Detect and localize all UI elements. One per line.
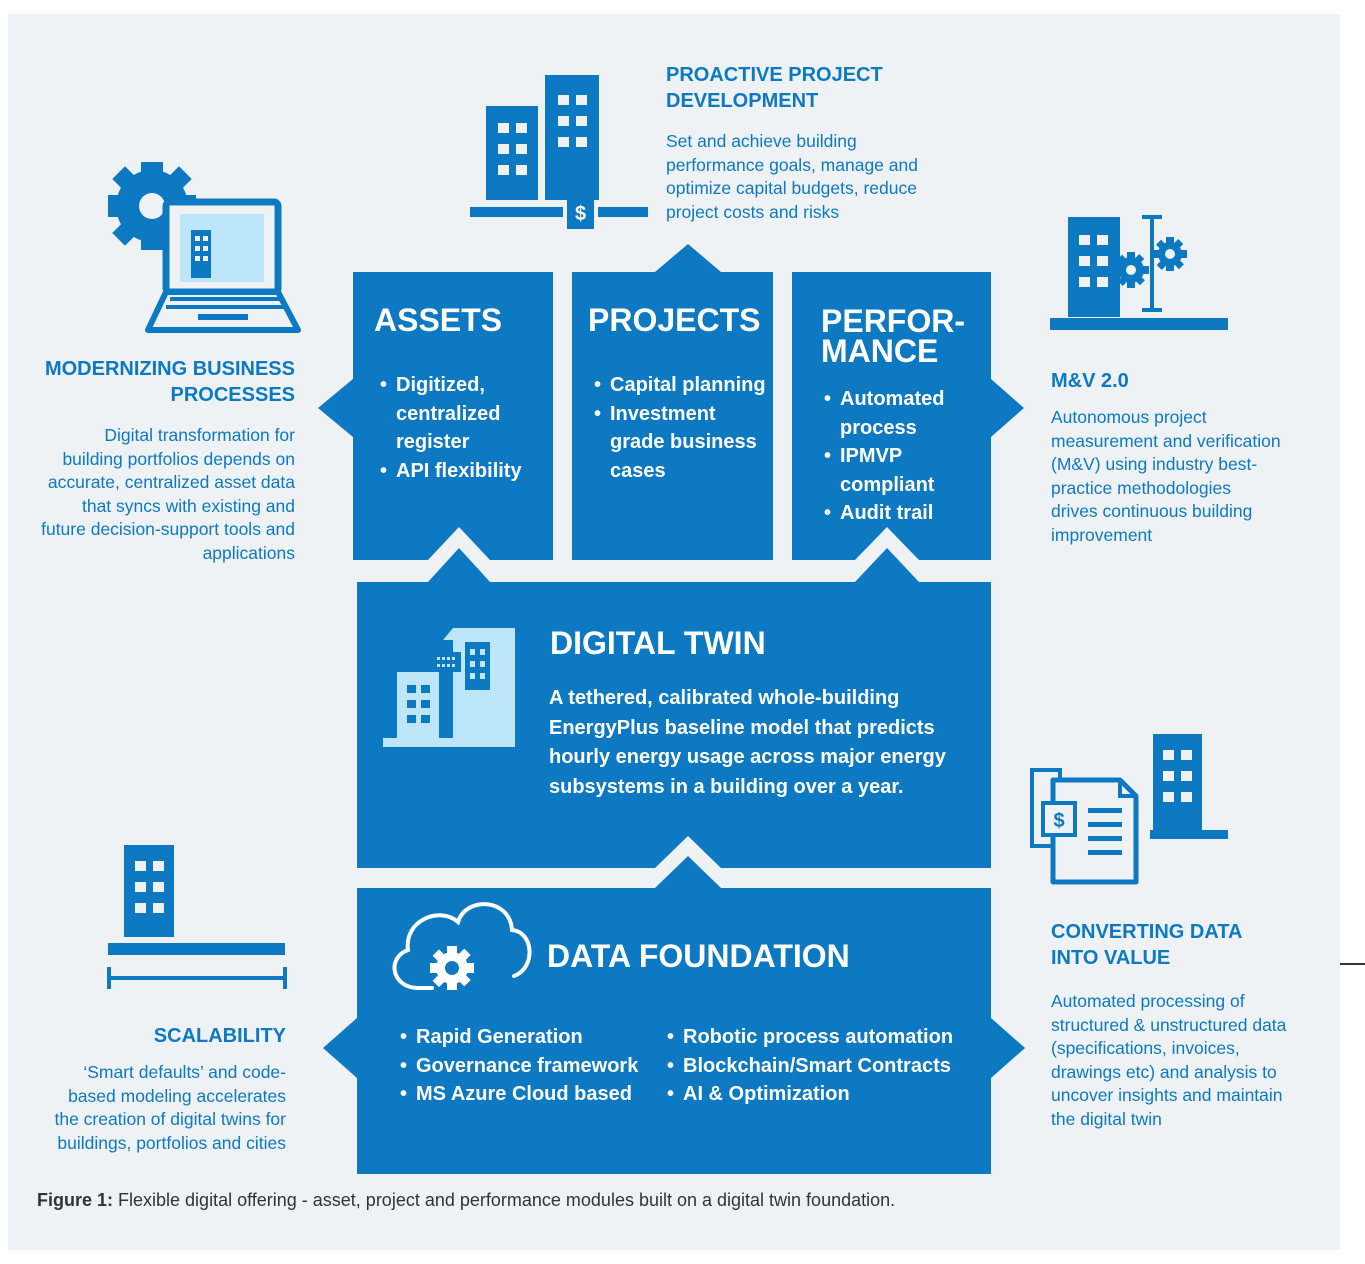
digital-twin-description: A tethered, calibrated whole-building En… — [549, 687, 946, 798]
data-foundation-box — [323, 856, 1025, 1174]
performance-bullet: Automated process — [822, 385, 986, 442]
data-foundation-bullets-right: Robotic process automation Blockchain/Sm… — [665, 1023, 990, 1109]
data-foundation-bullets-left: Rapid Generation Governance framework MS… — [398, 1023, 668, 1109]
digital-twin-box — [357, 548, 991, 868]
data-foundation-title: DATA FOUNDATION — [547, 938, 850, 974]
data-foundation-bullet: Blockchain/Smart Contracts — [665, 1052, 990, 1081]
assets-title: ASSETS — [374, 302, 503, 338]
performance-bullets: Automated process IPMVP compliant Audit … — [822, 385, 986, 528]
digital-twin-title: DIGITAL TWIN — [550, 625, 766, 661]
performance-title-line1: PERFOR- — [821, 303, 965, 339]
performance-title: PERFOR- MANCE — [821, 303, 965, 369]
dollar-glyph: $ — [575, 203, 586, 225]
performance-bullet: Audit trail — [822, 499, 986, 528]
projects-bullets: Capital planning Investment grade busine… — [592, 371, 770, 485]
laptop-gear-icon — [108, 162, 301, 333]
scalability-title: SCALABILITY — [153, 1025, 286, 1047]
data-foundation-bullet: Governance framework — [398, 1052, 668, 1081]
projects-title: PROJECTS — [588, 302, 761, 338]
dollar-glyph: $ — [1053, 810, 1064, 832]
data-foundation-bullet: Rapid Generation — [398, 1023, 668, 1052]
data-foundation-bullet: AI & Optimization — [665, 1080, 990, 1109]
caption-text: Flexible digital offering - asset, proje… — [113, 1190, 896, 1210]
scalability-body: ‘Smart defaults’ and code-based modeling… — [54, 1062, 286, 1153]
mv-title: M&V 2.0 — [1051, 370, 1129, 392]
assets-bullets: Digitized, centralized register API flex… — [378, 371, 548, 485]
data-foundation-bullet: Robotic process automation — [665, 1023, 990, 1052]
digital-twin-icon — [383, 628, 515, 747]
cloud-gear-icon — [392, 902, 532, 990]
converting-body: Automated processing of structured & uns… — [1051, 991, 1287, 1129]
figure-caption: Figure 1: Flexible digital offering - as… — [37, 1190, 895, 1211]
modernizing-title: MODERNIZING BUSINESS PROCESSES — [44, 358, 295, 406]
assets-bullet: API flexibility — [378, 457, 548, 486]
performance-title-line2: MANCE — [821, 333, 939, 369]
proactive-title: PROACTIVE PROJECT DEVELOPMENT — [666, 64, 883, 112]
data-foundation-bullet: MS Azure Cloud based — [398, 1080, 668, 1109]
projects-bullet: Capital planning — [592, 371, 770, 400]
projects-bullet: Investment grade business cases — [592, 400, 770, 486]
caption-label: Figure 1: — [37, 1190, 114, 1210]
building-gears-icon — [1050, 215, 1228, 330]
documents-building-icon: $ — [1030, 734, 1228, 885]
assets-bullet: Digitized, centralized register — [378, 371, 548, 457]
modernizing-body: Digital transformation for building port… — [41, 425, 295, 563]
buildings-budget-icon: $ — [470, 75, 648, 229]
mv-body: Autonomous project measurement and verif… — [1051, 407, 1281, 545]
building-scale-icon — [107, 845, 287, 989]
performance-bullet: IPMVP compliant — [822, 442, 986, 499]
converting-title: CONVERTING DATA INTO VALUE — [1051, 921, 1242, 969]
proactive-body: Set and achieve building performance goa… — [666, 131, 918, 222]
